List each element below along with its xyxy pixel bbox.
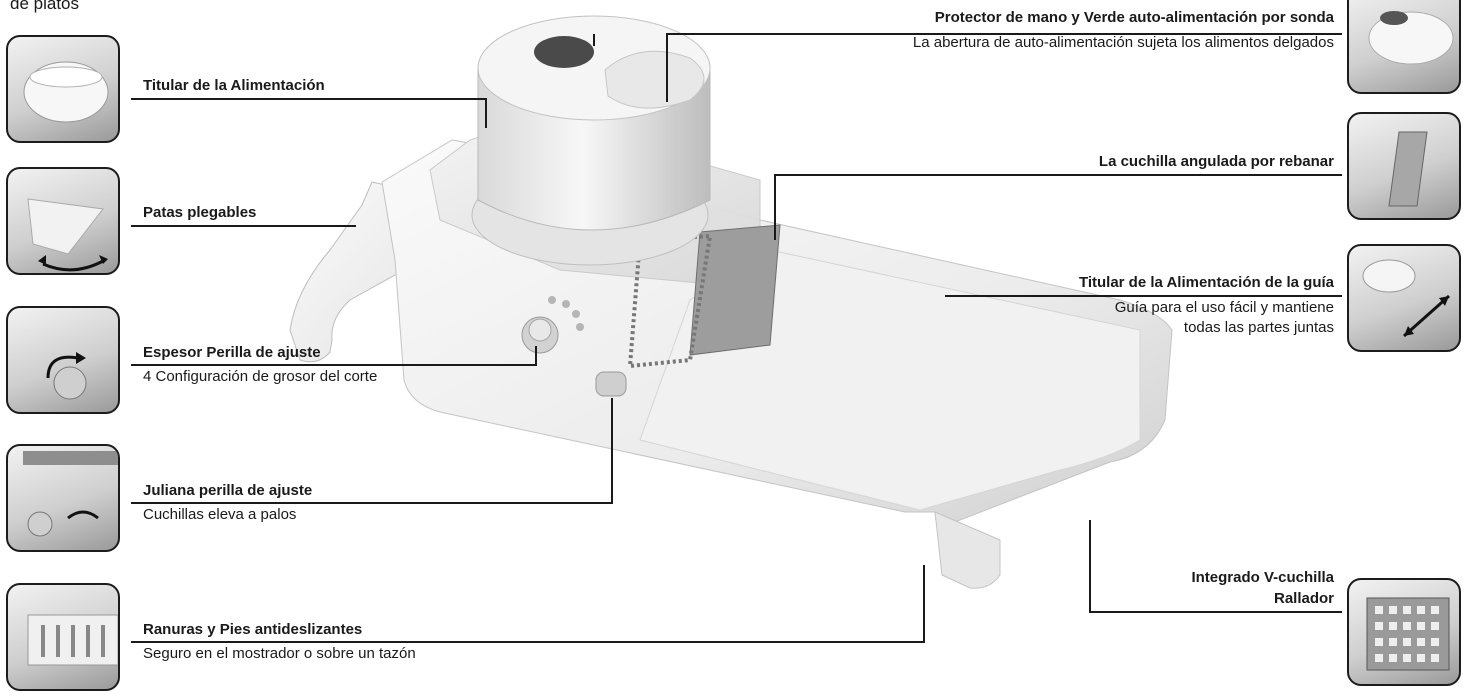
callout-grater: Integrado V-cuchilla Rallador bbox=[1191, 567, 1334, 609]
callout-julienne-desc: Cuchillas eleva a palos bbox=[143, 506, 297, 523]
leader-hand-guard bbox=[666, 33, 1342, 102]
callout-grater-title-2: Rallador bbox=[1273, 590, 1334, 607]
leader-grater bbox=[1089, 520, 1342, 613]
callout-legs: Patas plegables bbox=[143, 204, 256, 222]
callout-thickness: Espesor Perilla de ajuste 4 Configuració… bbox=[143, 344, 377, 386]
julienne-slider bbox=[595, 371, 627, 397]
leader-grooves bbox=[131, 565, 925, 643]
thumb-legs bbox=[6, 167, 120, 275]
callout-thickness-desc: 4 Configuración de grosor del corte bbox=[143, 368, 378, 385]
callout-thickness-title: Espesor Perilla de ajuste bbox=[143, 344, 321, 361]
pusher-cup bbox=[604, 50, 705, 109]
thumb-thickness-knob bbox=[6, 306, 120, 414]
callout-legs-title: Patas plegables bbox=[143, 204, 257, 221]
thumb-angled-blade bbox=[1347, 112, 1461, 220]
leader-julienne bbox=[131, 398, 613, 504]
callout-julienne: Juliana perilla de ajuste Cuchillas elev… bbox=[143, 482, 312, 524]
callout-grater-title-1: Integrado V-cuchilla bbox=[1191, 569, 1334, 586]
callout-feed-holder: Titular de la Alimentación bbox=[143, 77, 325, 95]
thickness-settings bbox=[548, 296, 584, 331]
callout-hand-guard-title: Protector de mano y Verde auto-alimentac… bbox=[934, 9, 1334, 26]
thumb-feed-holder bbox=[6, 35, 120, 143]
thumb-julienne-knob bbox=[6, 444, 120, 552]
callout-grooves: Ranuras y Pies antideslizantes Seguro en… bbox=[143, 621, 416, 663]
callout-guide-title: Titular de la Alimentación de la guía bbox=[1078, 274, 1334, 291]
feed-opening bbox=[534, 36, 594, 68]
callout-hand-guard: Protector de mano y Verde auto-alimentac… bbox=[913, 9, 1334, 53]
thumb-hand-guard bbox=[1347, 0, 1461, 94]
callout-guide-desc-2: todas las partes juntas bbox=[1183, 319, 1334, 336]
front-foot bbox=[934, 511, 1001, 589]
leader-feed-holder bbox=[131, 98, 487, 128]
callout-julienne-title: Juliana perilla de ajuste bbox=[143, 482, 313, 499]
callout-blade: La cuchilla angulada por rebanar bbox=[1099, 153, 1334, 171]
leader-thickness bbox=[131, 346, 537, 366]
leader-blade bbox=[774, 174, 1342, 240]
callout-feed-holder-title: Titular de la Alimentación bbox=[143, 77, 325, 94]
callout-guide-desc-1: Guía para el uso fácil y mantiene bbox=[1114, 299, 1334, 316]
angled-blade bbox=[689, 224, 781, 356]
callout-grooves-desc: Seguro en el mostrador o sobre un tazón bbox=[143, 645, 416, 662]
top-caption: de platos bbox=[10, 0, 79, 13]
thumb-grooves bbox=[6, 583, 120, 691]
callout-hand-guard-desc: La abertura de auto-alimentación sujeta … bbox=[912, 34, 1334, 51]
thumb-v-blade-grater bbox=[1347, 578, 1461, 686]
thumb-guide-holder bbox=[1347, 244, 1461, 352]
callout-guide: Titular de la Alimentación de la guía Gu… bbox=[1079, 274, 1334, 338]
callout-grooves-title: Ranuras y Pies antideslizantes bbox=[143, 621, 363, 638]
callout-blade-title: La cuchilla angulada por rebanar bbox=[1098, 153, 1334, 170]
